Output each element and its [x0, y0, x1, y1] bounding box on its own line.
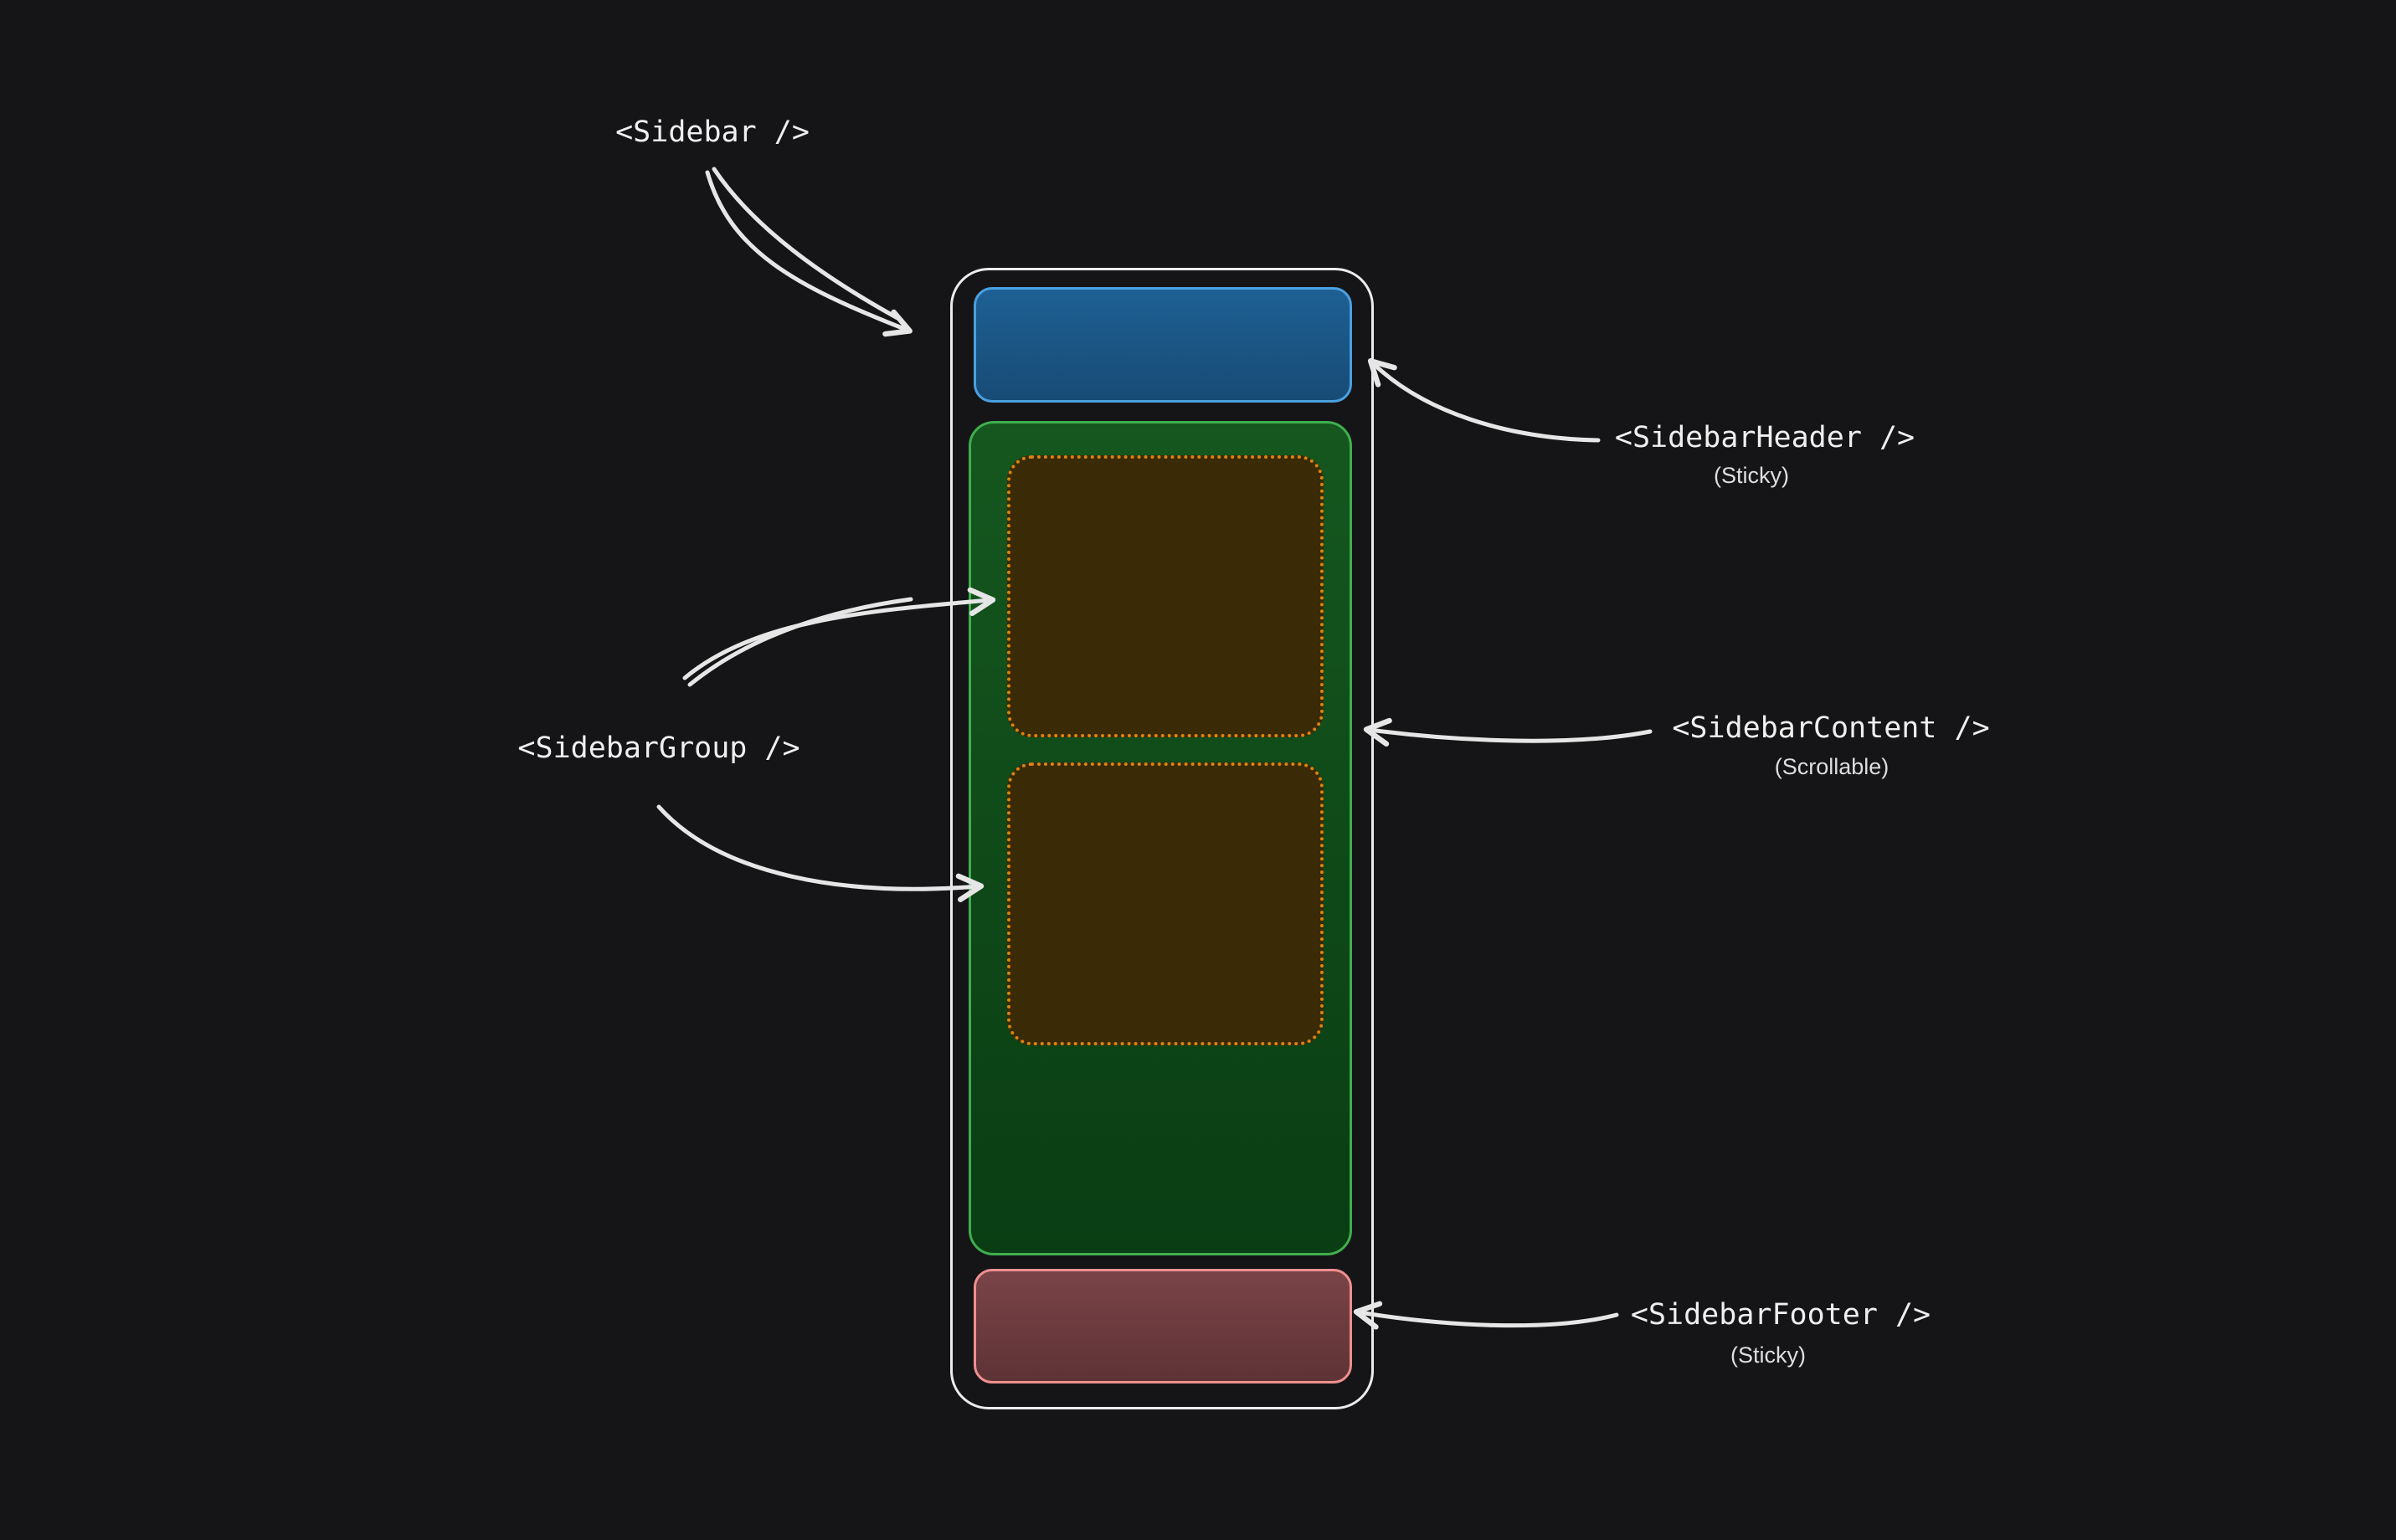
sidebar-header-label: <SidebarHeader />: [1614, 421, 1915, 454]
sidebar-group-shape-1: [1007, 455, 1324, 737]
content-pointer-arrow: [1363, 717, 1653, 747]
sidebar-group-label: <SidebarGroup />: [517, 732, 800, 765]
sidebar-header-shape: [974, 287, 1352, 403]
group-pointer-arrow-upper: [682, 587, 996, 687]
header-pointer-arrow: [1367, 358, 1601, 443]
sidebar-header-note: (Sticky): [1714, 463, 1789, 488]
sidebar-footer-label: <SidebarFooter />: [1630, 1298, 1931, 1332]
sidebar-group-shape-2: [1007, 762, 1324, 1045]
group-pointer-arrow-lower: [656, 804, 985, 902]
sidebar-content-label: <SidebarContent />: [1672, 711, 1990, 745]
sidebar-footer-note: (Sticky): [1730, 1342, 1806, 1368]
sidebar-footer-shape: [974, 1269, 1352, 1383]
sidebar-pointer-arrow: [705, 167, 913, 337]
sidebar-content-shape: [969, 421, 1352, 1255]
sidebar-content-note: (Scrollable): [1774, 754, 1890, 779]
sidebar-label: <Sidebar />: [615, 116, 810, 149]
footer-pointer-arrow: [1353, 1301, 1619, 1330]
